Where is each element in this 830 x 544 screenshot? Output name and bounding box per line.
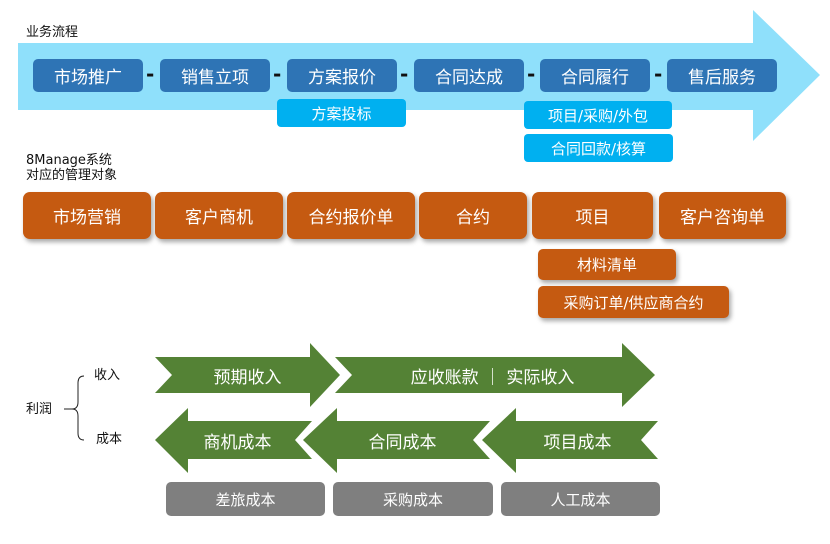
connector: - bbox=[527, 62, 536, 86]
object-contract: 合约 bbox=[419, 192, 527, 239]
object-bill-of-materials: 材料清单 bbox=[538, 249, 676, 280]
cost-item-travel: 差旅成本 bbox=[166, 482, 325, 516]
step-sales-initiation: 销售立项 bbox=[160, 59, 270, 92]
system-title-line2: 对应的管理对象 bbox=[26, 168, 118, 183]
cost-item-labor: 人工成本 bbox=[501, 482, 660, 516]
step-proposal-quote: 方案报价 bbox=[287, 59, 397, 92]
sub-step-payment-accounting: 合同回款/核算 bbox=[524, 134, 673, 162]
connector: - bbox=[654, 62, 663, 86]
object-customer-inquiry: 客户咨询单 bbox=[659, 192, 786, 239]
process-title: 业务流程 bbox=[26, 25, 79, 40]
cost-arrow-contract-label: 合同成本 bbox=[368, 432, 437, 453]
cost-arrow-project bbox=[482, 408, 658, 473]
connector: - bbox=[400, 62, 409, 86]
income-label: 收入 bbox=[94, 368, 121, 383]
cost-arrow-project-label: 项目成本 bbox=[543, 432, 612, 453]
step-contract-signed: 合同达成 bbox=[414, 59, 524, 92]
object-opportunity: 客户商机 bbox=[155, 192, 283, 239]
system-title-line1: 8Manage系统 bbox=[26, 153, 112, 168]
cost-arrow-opportunity bbox=[155, 408, 312, 473]
object-quote: 合约报价单 bbox=[287, 192, 415, 239]
profit-label: 利润 bbox=[26, 402, 53, 417]
sub-step-bidding: 方案投标 bbox=[277, 99, 406, 127]
object-project: 项目 bbox=[532, 192, 653, 239]
step-market-promotion: 市场推广 bbox=[33, 59, 143, 92]
object-purchase-order: 采购订单/供应商合约 bbox=[538, 286, 729, 318]
sub-step-project-purchase-outsource: 项目/采购/外包 bbox=[524, 101, 672, 129]
income-arrow-expected bbox=[155, 343, 340, 407]
profit-brace bbox=[71, 375, 85, 441]
step-contract-fulfillment: 合同履行 bbox=[540, 59, 650, 92]
connector: - bbox=[273, 62, 282, 86]
cost-label: 成本 bbox=[96, 432, 123, 447]
step-after-sales: 售后服务 bbox=[667, 59, 777, 92]
cost-arrow-contract bbox=[303, 408, 490, 473]
income-arrow-expected-label: 预期收入 bbox=[213, 367, 282, 388]
income-arrow-actual-label: 应收账款 ｜ 实际收入 bbox=[410, 367, 575, 388]
cost-arrow-opportunity-label: 商机成本 bbox=[203, 432, 272, 453]
connector: - bbox=[146, 62, 155, 86]
income-arrow-actual bbox=[335, 343, 655, 407]
cost-item-purchase: 采购成本 bbox=[333, 482, 493, 516]
object-marketing: 市场营销 bbox=[23, 192, 151, 239]
